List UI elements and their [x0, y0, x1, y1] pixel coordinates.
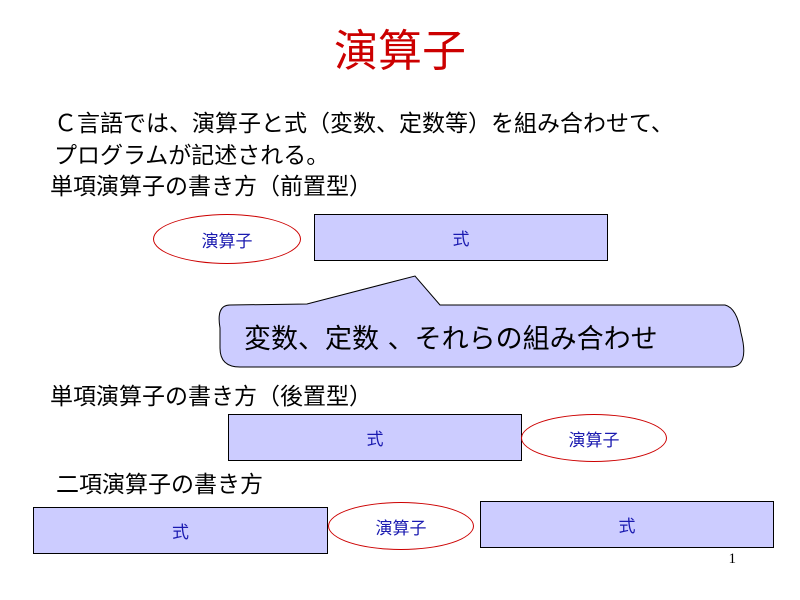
- postfix-heading: 単項演算子の書き方（後置型）: [50, 384, 372, 410]
- callout-text: 変数、定数 、それらの組み合わせ: [244, 323, 658, 355]
- page-number: 1: [728, 551, 737, 567]
- postfix-expression-label: 式: [366, 430, 384, 450]
- slide-title: 演算子: [334, 26, 466, 77]
- prefix-operator-label: 演算子: [201, 231, 253, 252]
- binary-heading: 二項演算子の書き方: [56, 472, 263, 498]
- prefix-heading: 単項演算子の書き方（前置型）: [50, 174, 372, 200]
- postfix-expression-box: 式: [228, 414, 522, 461]
- callout-shape: [218, 275, 745, 368]
- intro-line-2: プログラムが記述される。: [54, 143, 330, 169]
- postfix-operator-ellipse: 演算子: [521, 414, 667, 462]
- binary-operator-label: 演算子: [375, 518, 427, 539]
- prefix-expression-label: 式: [452, 230, 470, 250]
- intro-line-1: Ｃ言語では、演算子と式（変数、定数等）を組み合わせて、: [54, 111, 674, 137]
- postfix-operator-label: 演算子: [568, 430, 620, 451]
- binary-left-expression-label: 式: [172, 523, 189, 543]
- binary-right-expression-box: 式: [480, 501, 774, 548]
- binary-right-expression-label: 式: [618, 517, 636, 537]
- prefix-expression-box: 式: [314, 214, 608, 261]
- binary-left-expression-box: 式: [33, 507, 328, 554]
- prefix-operator-ellipse: 演算子: [153, 214, 301, 264]
- binary-operator-ellipse: 演算子: [328, 502, 474, 550]
- intro-text: Ｃ言語では、演算子と式（変数、定数等）を組み合わせて、 プログラムが記述される。: [54, 108, 754, 172]
